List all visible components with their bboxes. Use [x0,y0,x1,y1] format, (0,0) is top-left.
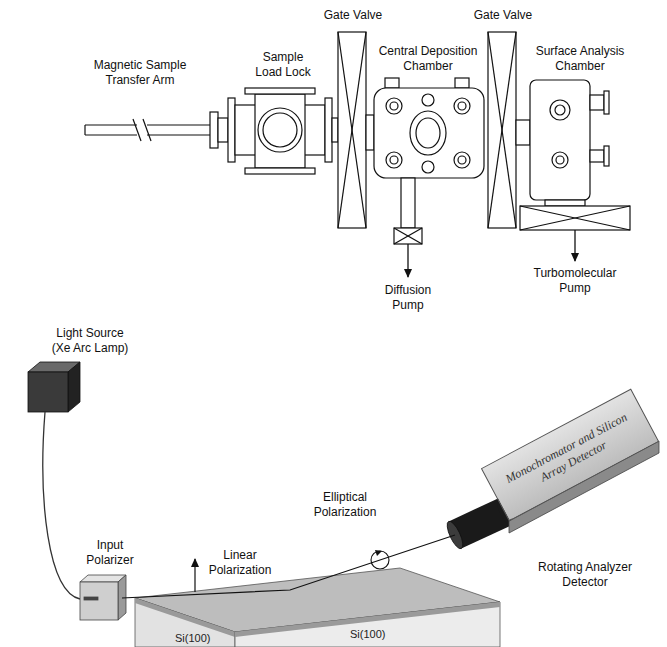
optical-fiber [43,412,80,599]
substrate-label: Si(100) [175,632,210,645]
pump-arrow [407,244,408,277]
monochromator-box: Monochromator and Silicon Array Detector [481,389,659,522]
part-label: Linear Polarization [200,548,280,578]
part-label: Gate Valve [313,8,393,23]
part-label: Input Polarizer [77,538,143,568]
part-label: Light Source (Xe Arc Lamp) [46,326,134,356]
polarizer-cube [80,575,126,620]
deposition-chamber [366,78,484,244]
pump-arrow [574,230,575,261]
polarization-ellipse [371,551,389,569]
polarization-arrow [194,559,195,592]
part-label: Central Deposition Chamber [372,44,484,74]
part-label: Rotating Analyzer Detector [525,560,645,590]
part-label: Magnetic Sample Transfer Arm [83,58,198,88]
load-lock-chamber [218,88,338,174]
wafer-layer [135,598,235,637]
wafer-front [135,598,235,647]
part-label: Diffusion Pump [377,283,439,313]
part-label: Turbomolecular Pump [525,266,625,296]
substrate-label: Si(100) [350,628,385,641]
wafer-side [235,602,500,647]
part-label: Gate Valve [463,8,543,23]
polarization-ellipse-head [375,550,382,556]
analysis-chamber [516,80,630,230]
part-label: Surface Analysis Chamber [530,44,630,74]
lamp-cube [28,362,80,412]
substrate-wafer: Si(100) Si(100) [130,565,510,647]
gate-valve [338,32,516,228]
part-label: Sample Load Lock [252,50,314,80]
part-label: Elliptical Polarization [295,490,395,520]
light-beam [122,535,455,598]
transfer-arm [85,112,218,148]
